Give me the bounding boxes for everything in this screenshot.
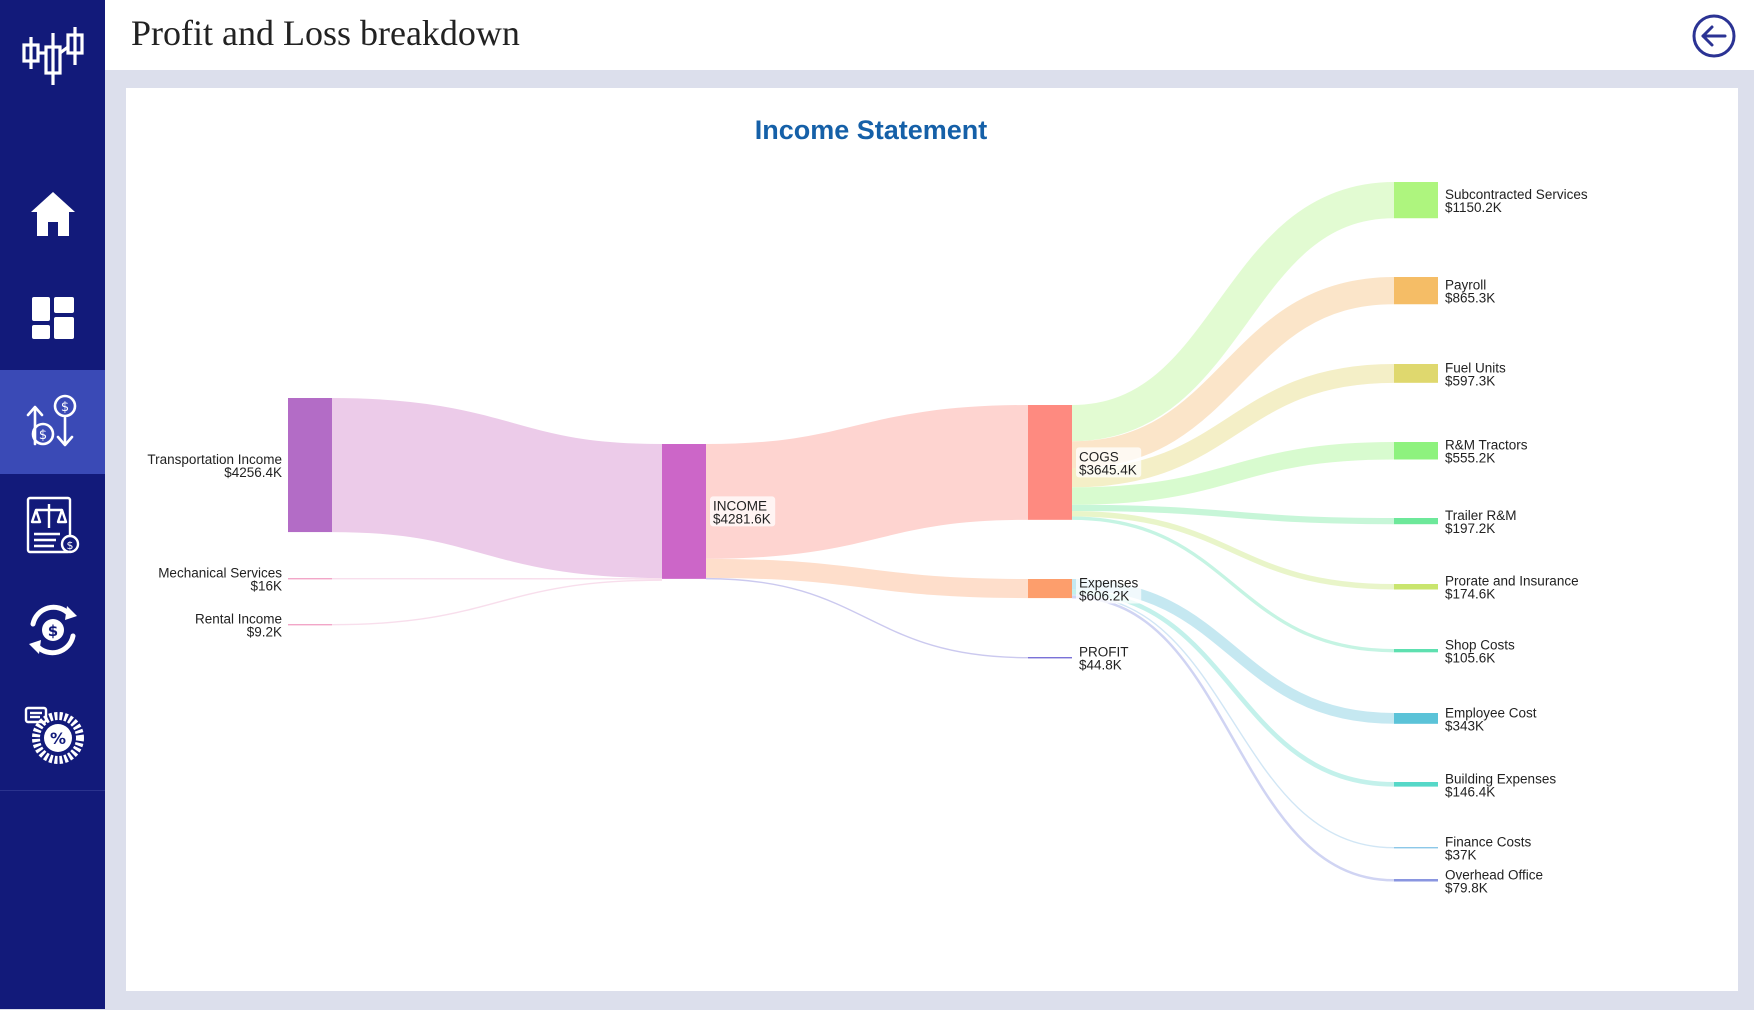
svg-text:%: %	[49, 729, 65, 748]
chart-title: Income Statement	[755, 115, 988, 145]
sankey-node-prorate[interactable]	[1394, 584, 1438, 589]
node-value-income: $4281.6K	[713, 511, 771, 526]
nav-profit-loss[interactable]: $ $	[0, 370, 105, 474]
header-bar: Profit and Loss breakdown	[105, 0, 1754, 70]
sankey-node-building[interactable]	[1394, 782, 1438, 787]
page-title: Profit and Loss breakdown	[131, 12, 520, 54]
sankey-node-overhead[interactable]	[1394, 879, 1438, 882]
sankey-node-profit[interactable]	[1028, 657, 1072, 658]
sankey-node-transport[interactable]	[288, 398, 332, 532]
node-value-prorate: $174.6K	[1445, 587, 1495, 602]
sankey-node-expenses[interactable]	[1028, 579, 1072, 598]
node-value-overhead: $79.8K	[1445, 880, 1488, 895]
node-value-transport: $4256.4K	[224, 465, 282, 480]
svg-text:$: $	[66, 539, 73, 552]
sankey-node-income[interactable]	[662, 444, 706, 579]
sankey-node-rmt[interactable]	[1394, 442, 1438, 459]
sankey-node-payroll[interactable]	[1394, 277, 1438, 304]
svg-text:$: $	[38, 428, 46, 443]
percentage-chart-icon: %	[22, 704, 84, 764]
sankey-node-subc[interactable]	[1394, 182, 1438, 218]
cashflow-cycle-icon: $	[23, 600, 83, 660]
nav-dashboard[interactable]	[0, 266, 105, 370]
sankey-link-rental-income[interactable]	[332, 580, 662, 625]
svg-text:$: $	[60, 400, 68, 415]
sankey-node-shop[interactable]	[1394, 649, 1438, 652]
nav-balance-sheet[interactable]: $	[0, 474, 105, 578]
node-value-building: $146.4K	[1445, 784, 1495, 799]
node-value-subc: $1150.2K	[1445, 200, 1502, 215]
sankey-node-fuel[interactable]	[1394, 364, 1438, 383]
sankey-node-cogs[interactable]	[1028, 405, 1072, 520]
node-value-payroll: $865.3K	[1445, 291, 1495, 306]
money-flow-icon: $ $	[21, 392, 85, 452]
nav-cashflow[interactable]: $	[0, 578, 105, 682]
home-icon	[27, 188, 79, 240]
sankey-link-expenses-building[interactable]	[1072, 592, 1394, 784]
sankey-link-income-cogs[interactable]	[706, 462, 1028, 501]
node-value-cogs: $3645.4K	[1079, 462, 1137, 477]
dashboard-icon	[29, 294, 77, 342]
sankey-node-rental[interactable]	[288, 624, 332, 625]
sankey-link-transport-income[interactable]	[332, 465, 662, 511]
node-value-rmt: $555.2K	[1445, 451, 1495, 466]
nav-ratios[interactable]: %	[0, 682, 105, 786]
node-value-rental: $9.2K	[247, 625, 282, 640]
node-value-employee: $343K	[1445, 718, 1484, 733]
sankey-node-finance[interactable]	[1394, 847, 1438, 848]
node-value-profit: $44.8K	[1079, 658, 1122, 673]
node-value-finance: $37K	[1445, 848, 1477, 863]
sankey-link-income-expenses[interactable]	[706, 568, 1028, 588]
candlestick-chart-icon	[0, 0, 105, 110]
chart-panel: Income Statement Transportation Income$4…	[126, 88, 1738, 991]
sankey-node-mech[interactable]	[288, 578, 332, 579]
sankey-node-trailer[interactable]	[1394, 518, 1438, 524]
node-value-shop: $105.6K	[1445, 651, 1495, 666]
balance-sheet-icon: $	[24, 494, 82, 558]
svg-text:$: $	[47, 622, 57, 640]
node-value-mech: $16K	[250, 579, 282, 594]
sankey-links	[332, 200, 1394, 880]
sankey-link-expenses-finance[interactable]	[1072, 595, 1394, 848]
node-value-expenses: $606.2K	[1079, 589, 1129, 604]
nav-home[interactable]	[0, 162, 105, 266]
sidebar: $ $ $ $	[0, 0, 105, 1009]
sankey-node-employee[interactable]	[1394, 713, 1438, 724]
sidebar-footer	[0, 790, 105, 1010]
sankey-link-expenses-overhead[interactable]	[1072, 597, 1394, 880]
back-arrow-icon[interactable]	[1690, 12, 1738, 60]
node-value-fuel: $597.3K	[1445, 373, 1495, 388]
node-value-trailer: $197.2K	[1445, 521, 1495, 536]
sankey-chart: Income Statement Transportation Income$4…	[126, 88, 1738, 991]
